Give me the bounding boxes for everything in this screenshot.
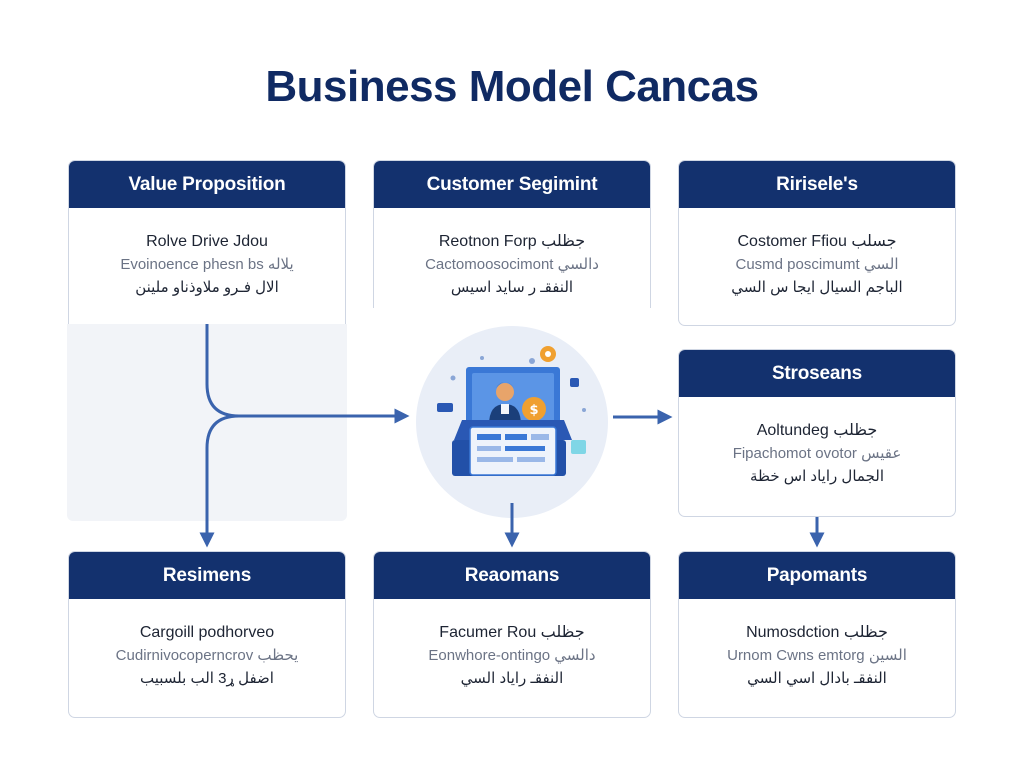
card-customer-segment: Customer Segimint Reotnon Forp جظلب Cact…: [373, 160, 651, 308]
card-line: Cactomoosocimont دالسي: [425, 256, 599, 273]
card-ririseles: Ririsele's Costomer Ffiou جسلب Cusmd pos…: [678, 160, 956, 326]
card-line: Numosdction جظلب: [746, 624, 888, 641]
card-line: النفقـ ر سايد اسيس: [450, 279, 574, 296]
card-header: Resimens: [69, 552, 345, 599]
card-body: Reotnon Forp جظلب Cactomoosocimont دالسي…: [374, 208, 650, 299]
card-line: Urnom Cwns emtorg السين: [727, 647, 907, 664]
card-papomants: Papomants Numosdction جظلب Urnom Cwns em…: [678, 551, 956, 718]
card-value-proposition: Value Proposition Rolve Drive Jdou Evoin…: [68, 160, 346, 324]
card-header: Customer Segimint: [374, 161, 650, 208]
card-line: الجمال راياد اس خظة: [750, 468, 884, 485]
card-line: Cusmd poscimumt السي: [735, 256, 899, 273]
card-body: Numosdction جظلب Urnom Cwns emtorg السين…: [679, 599, 955, 690]
card-line: Evoinoence phesn bs يلاله: [120, 256, 294, 273]
hub-circle: [416, 326, 608, 518]
card-header: Value Proposition: [69, 161, 345, 208]
card-line: Costomer Ffiou جسلب: [737, 233, 897, 250]
card-body: Facumer Rou جظلب Eonwhore-ontingo دالسي …: [374, 599, 650, 690]
card-line: Cudirnivocoperncrov يحظب: [115, 647, 299, 664]
card-body: Costomer Ffiou جسلب Cusmd poscimumt السي…: [679, 208, 955, 299]
card-resimens: Resimens Cargoill podhorveo Cudirnivocop…: [68, 551, 346, 718]
card-body: Aoltundeg جظلب Fipachomot ovotor عقيس ال…: [679, 397, 955, 488]
card-line: Eonwhore-ontingo دالسي: [428, 647, 596, 664]
card-line: Reotnon Forp جظلب: [438, 233, 586, 250]
card-header: Stroseans: [679, 350, 955, 397]
card-body: Rolve Drive Jdou Evoinoence phesn bs يلا…: [69, 208, 345, 299]
card-reaomans: Reaomans Facumer Rou جظلب Eonwhore-ontin…: [373, 551, 651, 718]
card-line: Aoltundeg جظلب: [756, 422, 878, 439]
card-line: النفقـ بادال اسي السي: [747, 670, 887, 687]
value-proposition-panel: [67, 324, 347, 521]
page-title: Business Model Cancas: [265, 62, 759, 111]
card-line: Cargoill podhorveo: [139, 624, 275, 641]
card-line: الباجم السيال ايجا س السي: [731, 279, 903, 296]
card-body: Cargoill podhorveo Cudirnivocoperncrov ي…: [69, 599, 345, 690]
card-header: Reaomans: [374, 552, 650, 599]
card-line: Facumer Rou جظلب: [439, 624, 585, 641]
card-line: النفقـ راياد السي: [460, 670, 564, 687]
card-line: Rolve Drive Jdou: [146, 233, 268, 250]
card-header: Ririsele's: [679, 161, 955, 208]
card-line: اضفل ړ3 الب بلسبيب: [140, 670, 274, 687]
card-streseans: Stroseans Aoltundeg جظلب Fipachomot ovot…: [678, 349, 956, 517]
card-line: الال فـرو ملاوذناو ملينن: [135, 279, 279, 296]
card-line: Fipachomot ovotor عقيس: [732, 445, 902, 462]
card-header: Papomants: [679, 552, 955, 599]
